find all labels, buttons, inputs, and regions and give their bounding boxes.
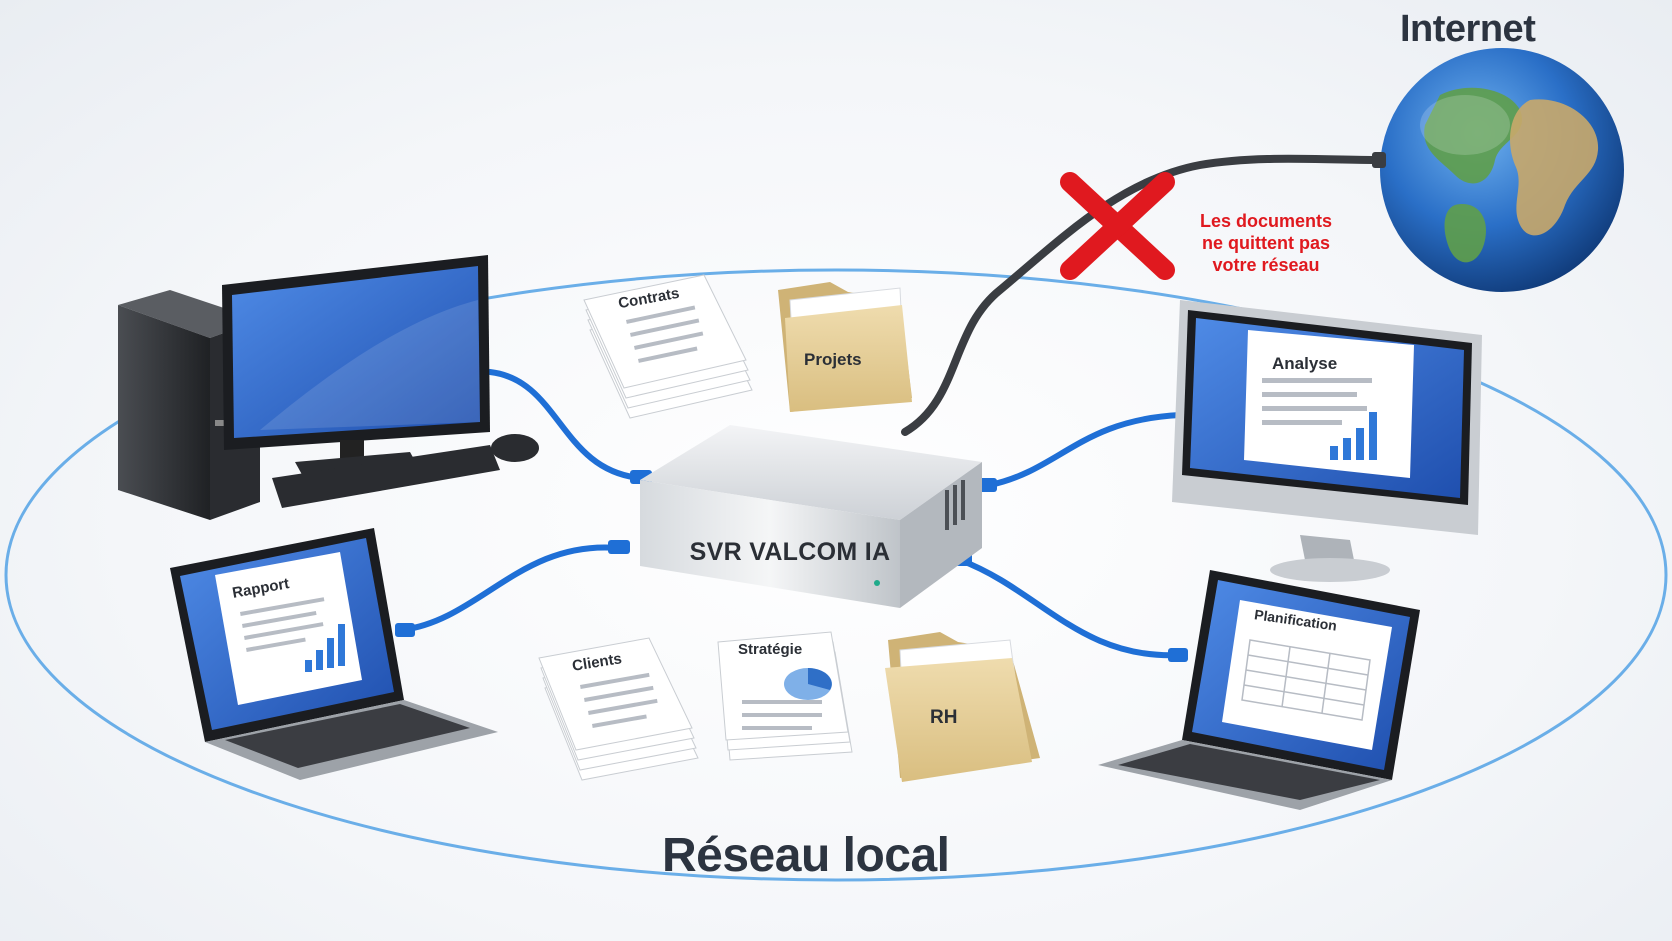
folder-label-rh: RH <box>930 707 958 728</box>
laptop-icon <box>170 528 498 780</box>
mouse-icon <box>491 434 539 462</box>
server-icon <box>640 425 982 608</box>
globe-icon <box>1372 48 1624 292</box>
document-stack-icon <box>583 274 753 419</box>
warning-line-2: ne quittent pas <box>1201 233 1330 253</box>
keyboard-icon <box>272 445 500 508</box>
folder-label-projets: Projets <box>804 350 862 369</box>
doc-label-strategie: Stratégie <box>738 641 803 658</box>
folder-icon <box>778 282 912 412</box>
document-stack-icon <box>717 631 853 761</box>
monitor-icon <box>1172 300 1482 582</box>
desktop-monitor <box>222 255 490 480</box>
folder-icon <box>885 632 1040 782</box>
warning-line-1: Les documents <box>1199 211 1333 231</box>
internet-cable <box>901 154 1384 436</box>
screen-label-analyse: Analyse <box>1272 354 1338 373</box>
laptop-icon <box>1098 570 1420 810</box>
lan-cables <box>399 369 1183 659</box>
desktop-computer-icon <box>118 255 539 520</box>
local-network-ring <box>4 268 1668 882</box>
document-stack-icon <box>538 637 699 781</box>
warning-line-3: votre réseau <box>1212 255 1320 275</box>
internet-label: Internet <box>1400 8 1536 50</box>
local-network-label: Réseau local <box>662 829 950 882</box>
blocked-x-icon <box>1060 172 1175 280</box>
server-label: SVR VALCOM IA <box>689 538 891 566</box>
warning-text: Les documents ne quittent pas votre rése… <box>1186 210 1346 276</box>
